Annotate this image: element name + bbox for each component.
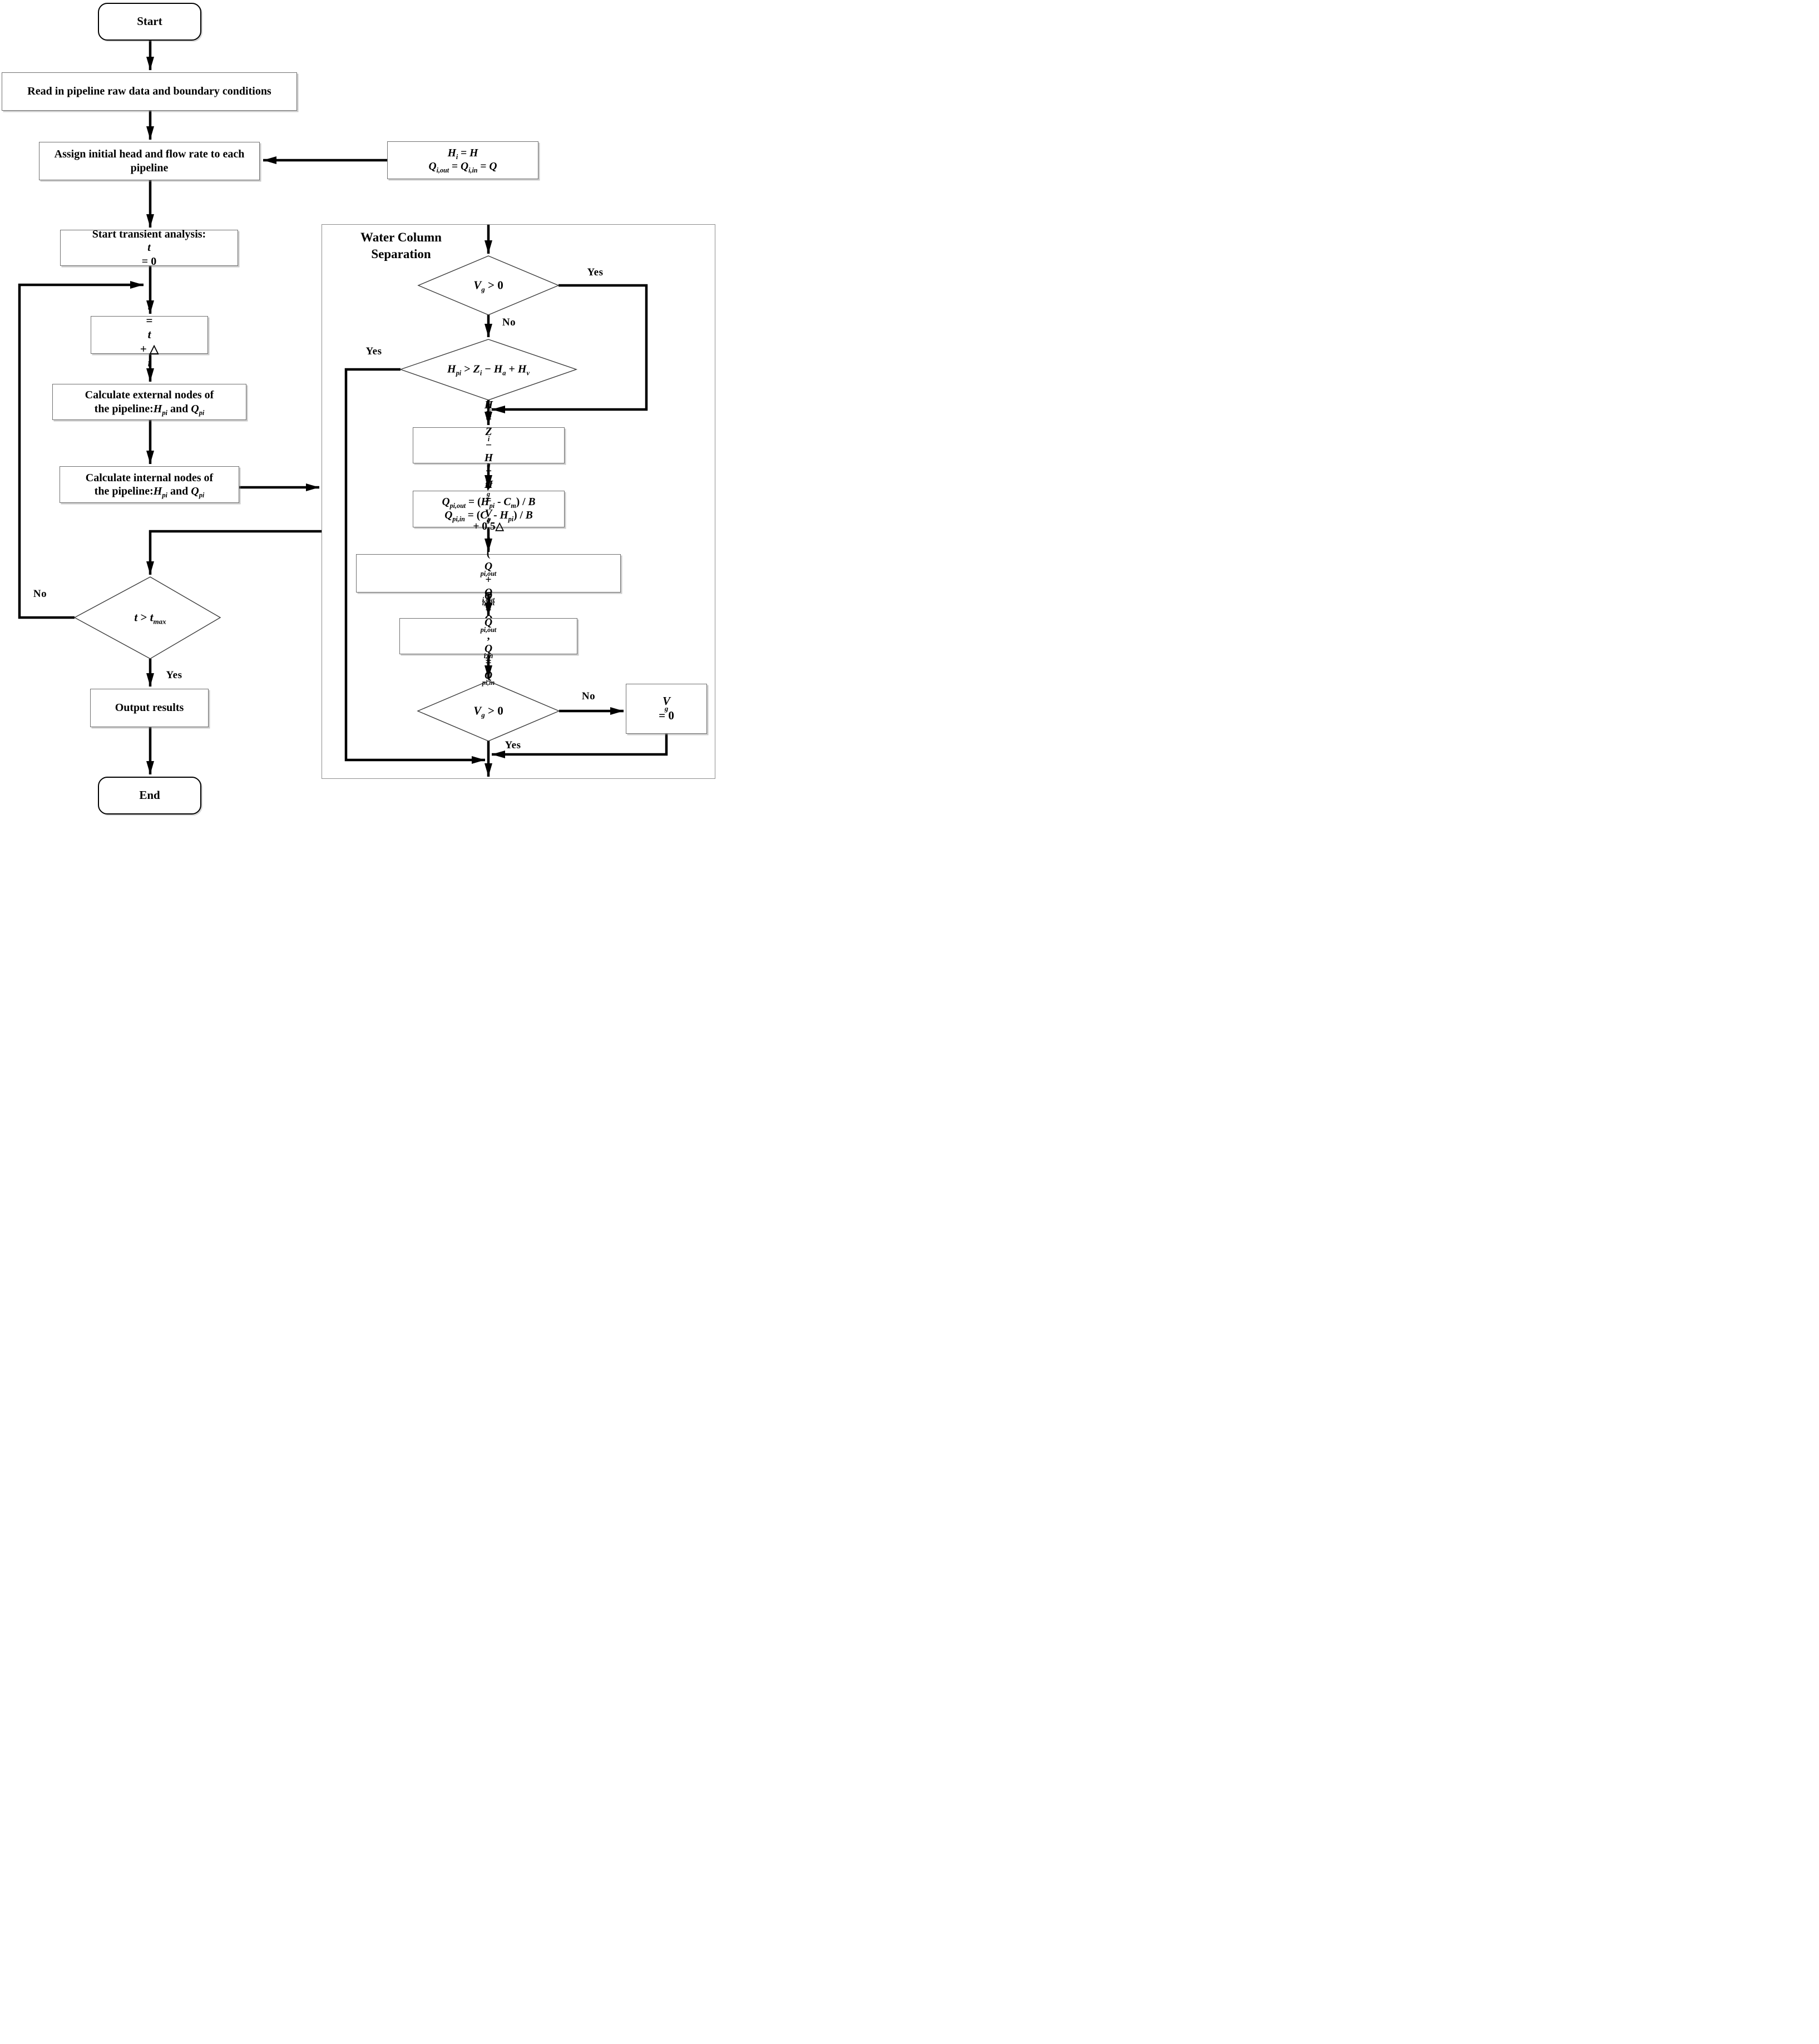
q-pipe-line2: Qpi,in = (Cp - Hpi) / B: [444, 510, 533, 523]
vg2-no-label: No: [581, 690, 596, 702]
start-terminal: Start: [98, 3, 201, 41]
hpi-yes-loop: [346, 369, 485, 764]
vg1-yes-label: Yes: [587, 266, 604, 278]
vg2-yes-label: Yes: [505, 739, 521, 751]
vg-check-1-text: Vg > 0: [473, 278, 503, 294]
diamond-vg-check-2: [418, 681, 559, 741]
hpi-set-step: Hpi = Zi − Ha + Hv: [413, 399, 565, 495]
initial-conditions-line2: Qi,out = Qi,in = Q: [428, 161, 497, 174]
vg-update-step: Vg = Vg + 0.5△t(Qpi,out + Qi,out - Qpi,i…: [356, 481, 621, 665]
tmax-yes-label: Yes: [166, 669, 182, 681]
loop-no-return-line: [19, 281, 144, 618]
read-data-step: Read in pipeline raw data and boundary c…: [2, 72, 297, 111]
output-results-step: Output results: [90, 689, 209, 727]
flowchart-canvas: Water Column Separation Start Read in pi…: [0, 0, 728, 818]
vgreset-return-line: [492, 734, 666, 758]
time-step-step: t = t + △t: [91, 299, 208, 369]
vg1-yes-loop: [492, 285, 646, 413]
q-pipe-step: Qpi,out = (Hpi - Cm) / B Qpi,in = (Cp - …: [413, 491, 565, 527]
initial-conditions-line1: Hi = H: [447, 147, 478, 161]
vg-check-2-text: Vg > 0: [473, 704, 503, 719]
calc-internal-line2: the pipeline:Hpi and Qpi: [94, 485, 205, 499]
diamond-hpi-check: [401, 339, 576, 400]
assign-initial-step: Assign initial head and flow rate to eac…: [39, 142, 260, 180]
wcs-return-line: [146, 531, 322, 575]
q-assign-step: Qi,out = Qpi,out, Qi,in = Qpi,in: [399, 590, 577, 686]
initial-conditions-note: Hi = H Qi,out = Qi,in = Q: [387, 141, 538, 179]
diamond-tmax: [75, 577, 220, 659]
diamond-vg-check-1: [418, 256, 558, 315]
q-pipe-line1: Qpi,out = (Hpi - Cm) / B: [442, 496, 536, 510]
end-terminal: End: [98, 777, 201, 814]
vg1-no-label: No: [502, 317, 516, 328]
hpi-yes-label: Yes: [365, 345, 382, 357]
calc-internal-step: Calculate internal nodes of the pipeline…: [60, 466, 239, 503]
connector-layer: [0, 0, 728, 777]
tmax-no-label: No: [33, 588, 47, 600]
calc-external-line1: Calculate external nodes of: [85, 389, 214, 402]
water-column-separation-container: [322, 224, 715, 779]
start-transient-step: Start transient analysis:t = 0: [60, 228, 238, 268]
calc-external-line2: the pipeline:Hpi and Qpi: [94, 402, 205, 417]
calc-internal-line1: Calculate internal nodes of: [85, 471, 214, 484]
hpi-check-text: Hpi > Zi − Ha + Hv: [447, 363, 530, 377]
calc-external-step: Calculate external nodes of the pipeline…: [52, 384, 246, 420]
wcs-section-title: Water Column Separation: [360, 230, 442, 261]
tmax-decision-text: t > tmax: [134, 610, 166, 626]
